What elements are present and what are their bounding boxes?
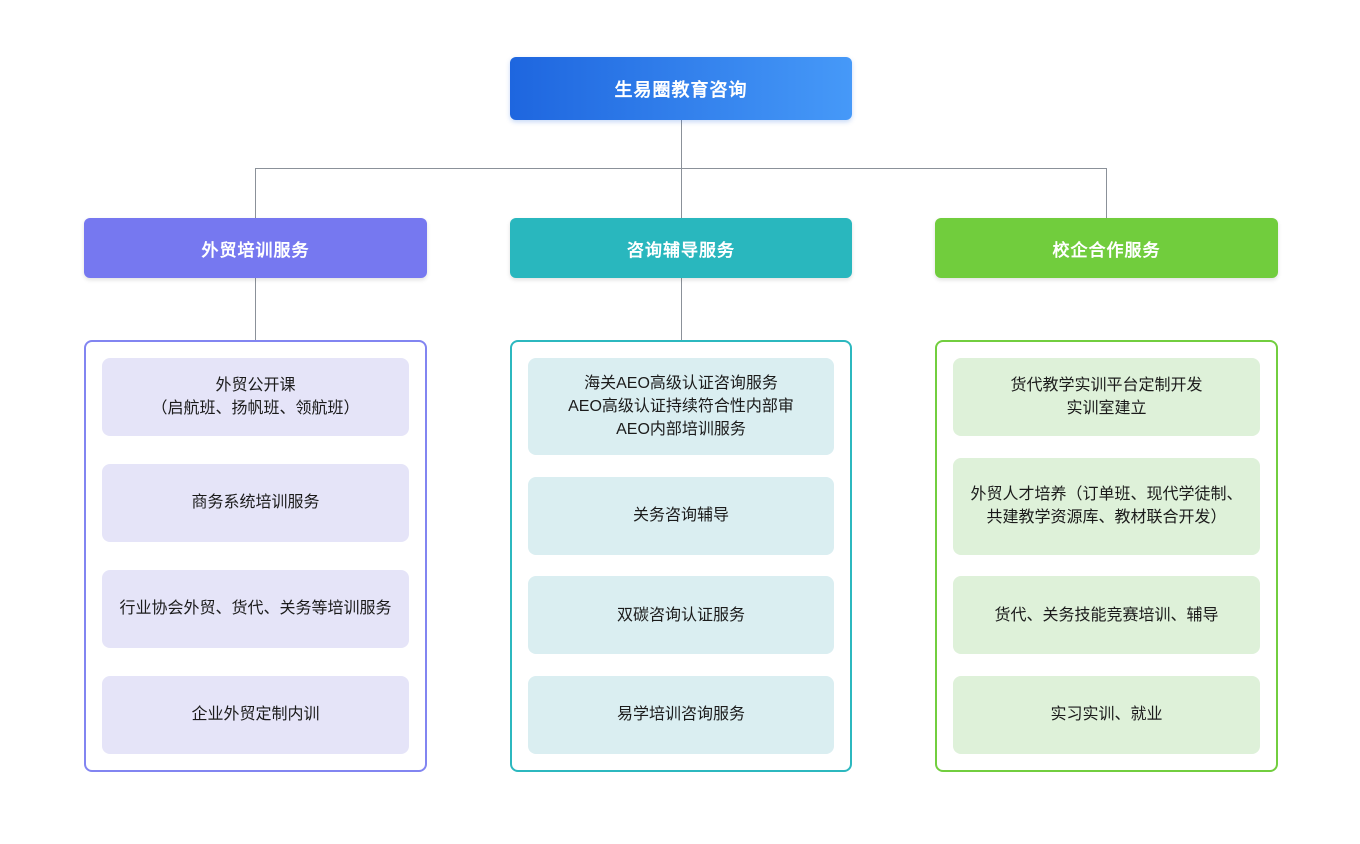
group-box-school-enterprise: 货代教学实训平台定制开发 实训室建立 外贸人才培养（订单班、现代学徒制、共建教学… bbox=[935, 340, 1278, 772]
branch-header-label: 外贸培训服务 bbox=[201, 240, 310, 260]
leaf-item: 货代、关务技能竞赛培训、辅导 bbox=[953, 576, 1260, 655]
group-box-foreign-trade-training: 外贸公开课 （启航班、扬帆班、领航班） 商务系统培训服务 行业协会外贸、货代、关… bbox=[84, 340, 427, 772]
branch-header-foreign-trade-training: 外贸培训服务 bbox=[84, 218, 427, 278]
branch-header-label: 咨询辅导服务 bbox=[627, 240, 735, 260]
leaf-item: 双碳咨询认证服务 bbox=[528, 576, 834, 655]
connector-drop-branch-1 bbox=[255, 168, 256, 218]
connector-root-trunk bbox=[681, 120, 682, 168]
connector-drop-branch-3 bbox=[1106, 168, 1107, 218]
leaf-item: 海关AEO高级认证咨询服务 AEO高级认证持续符合性内部审 AEO内部培训服务 bbox=[528, 358, 834, 455]
connector-horizontal-rail bbox=[255, 168, 1106, 169]
group-box-consulting-coaching: 海关AEO高级认证咨询服务 AEO高级认证持续符合性内部审 AEO内部培训服务 … bbox=[510, 340, 852, 772]
leaf-item: 外贸人才培养（订单班、现代学徒制、共建教学资源库、教材联合开发） bbox=[953, 457, 1260, 555]
leaf-item: 实习实训、就业 bbox=[953, 675, 1260, 754]
root-node-label: 生易圈教育咨询 bbox=[614, 79, 748, 100]
leaf-item: 关务咨询辅导 bbox=[528, 476, 834, 555]
leaf-item: 行业协会外贸、货代、关务等培训服务 bbox=[102, 570, 409, 648]
leaf-item: 商务系统培训服务 bbox=[102, 464, 409, 542]
connector-drop-branch-2 bbox=[681, 168, 682, 218]
connector-header-group-1 bbox=[255, 278, 256, 340]
leaf-item: 外贸公开课 （启航班、扬帆班、领航班） bbox=[102, 358, 409, 436]
leaf-item: 企业外贸定制内训 bbox=[102, 676, 409, 754]
branch-header-label: 校企合作服务 bbox=[1052, 240, 1161, 260]
root-node: 生易圈教育咨询 bbox=[510, 57, 852, 120]
branch-header-school-enterprise: 校企合作服务 bbox=[935, 218, 1278, 278]
leaf-item: 货代教学实训平台定制开发 实训室建立 bbox=[953, 358, 1260, 436]
leaf-item: 易学培训咨询服务 bbox=[528, 675, 834, 754]
connector-header-group-2 bbox=[681, 278, 682, 340]
branch-header-consulting-coaching: 咨询辅导服务 bbox=[510, 218, 852, 278]
